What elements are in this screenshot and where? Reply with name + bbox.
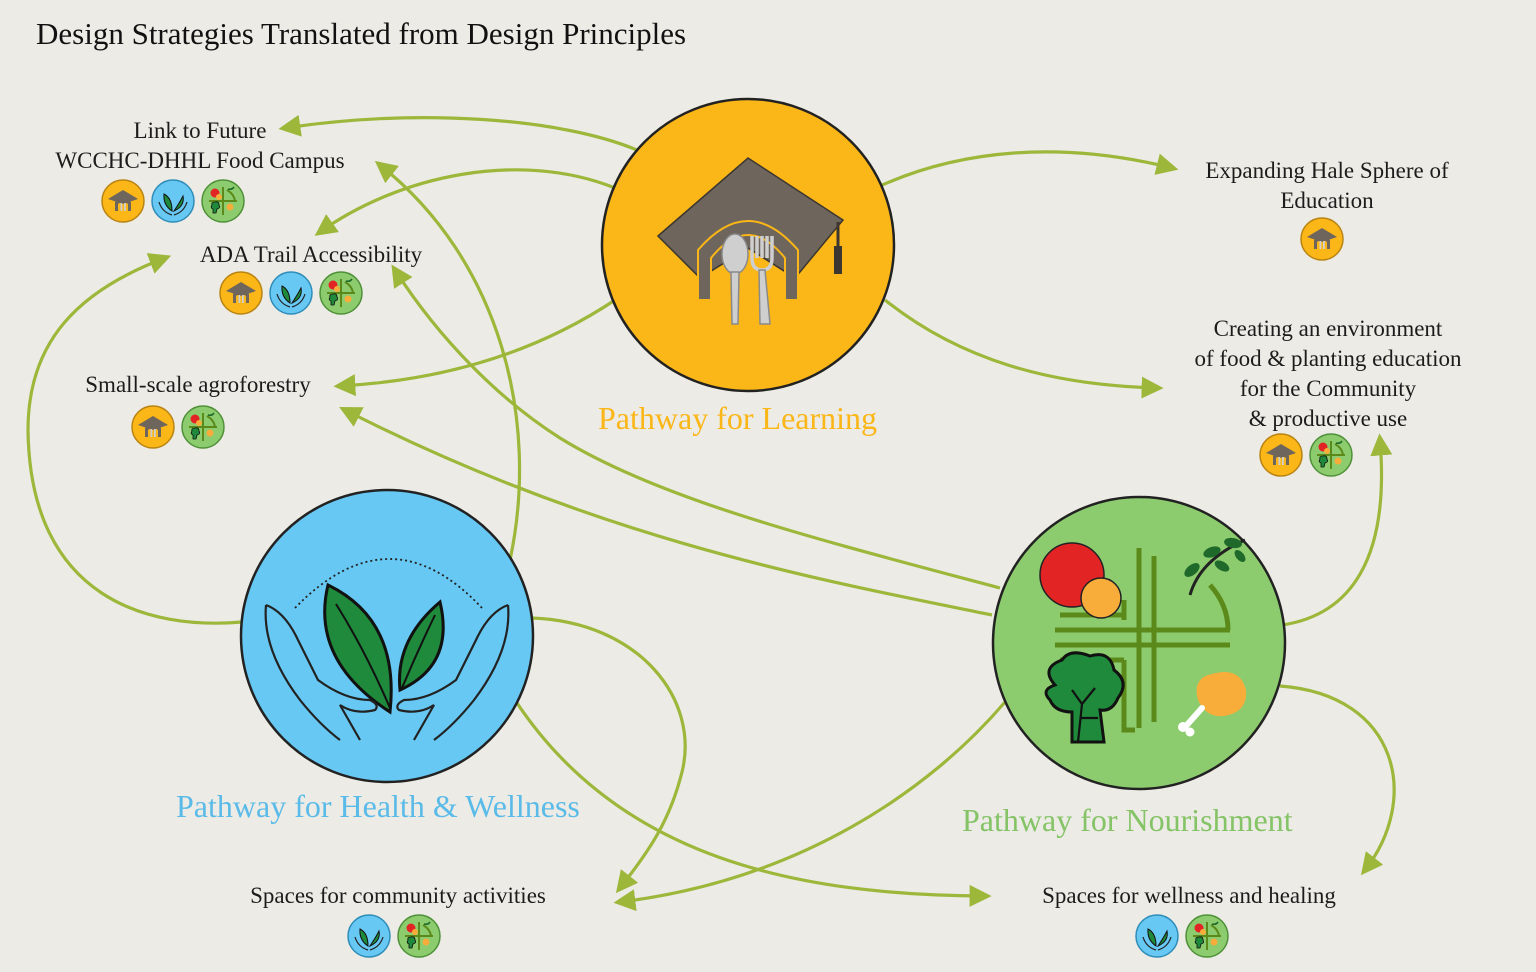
food-campus-badges: [100, 178, 246, 224]
arrow-nourishment-to-ada-trail: [391, 264, 1001, 590]
strategy-line: Education: [1280, 188, 1374, 213]
strategy-line: Expanding Hale Sphere of: [1205, 158, 1449, 183]
health-pathway-circle: [239, 488, 535, 784]
learning-badge-icon: [219, 271, 263, 315]
strategy-line: Spaces for community activities: [250, 883, 546, 908]
arrow-nourishment-to-agroforestry: [339, 407, 993, 617]
arrow-learning-to-ada-trail: [314, 168, 616, 236]
arrow-health-to-community-spaces: [531, 616, 687, 894]
hands-holding-leaves-icon: [264, 558, 510, 741]
strategy-ada-trail-label: ADA Trail Accessibility: [180, 240, 442, 270]
strategy-food-campus-label: Link to Future WCCHC-DHHL Food Campus: [30, 116, 370, 176]
arrow-nourishment-to-environment: [1281, 433, 1393, 627]
health-badge-icon: [269, 271, 313, 315]
community-spaces-badges: [346, 913, 442, 959]
arrow-nourishment-to-community-spaces: [613, 700, 1007, 912]
strategy-agroforestry-label: Small-scale agroforestry: [66, 370, 330, 400]
strategy-line: Link to Future: [133, 118, 267, 143]
strategy-line: ADA Trail Accessibility: [199, 242, 423, 267]
learning-pathway-title: Pathway for Learning: [598, 400, 878, 436]
strategy-line: Creating an environment: [1213, 316, 1443, 341]
connector-arrows: [26, 114, 1396, 912]
nourishment-badge-icon: [397, 914, 441, 958]
arrow-learning-to-agroforestry: [333, 298, 616, 397]
health-badge-icon: [1135, 914, 1179, 958]
garden-produce-icon: [1039, 537, 1247, 744]
learning-badge-icon: [1259, 433, 1303, 477]
health-badge-icon: [151, 179, 195, 223]
ada-trail-badges: [218, 270, 364, 316]
nourishment-badge-icon: [319, 271, 363, 315]
arrow-learning-to-hale-sphere: [879, 150, 1179, 188]
strategy-line: of food & planting education: [1194, 346, 1462, 371]
arrow-health-to-ada-trail: [26, 253, 243, 625]
nourishment-badge-icon: [1185, 914, 1229, 958]
learning-badge-icon: [101, 179, 145, 223]
strategy-community-spaces-label: Spaces for community activities: [222, 881, 574, 911]
learning-badge-icon: [131, 405, 175, 449]
graduation-cap-spoon-fork-icon: [656, 157, 845, 325]
strategy-line: for the Community: [1239, 376, 1417, 401]
strategy-line: Small-scale agroforestry: [85, 372, 311, 397]
nourishment-pathway-title: Pathway for Nourishment: [962, 802, 1293, 838]
strategy-line: Spaces for wellness and healing: [1042, 883, 1336, 908]
nourishment-badge-icon: [1309, 433, 1353, 477]
health-pathway-title: Pathway for Health & Wellness: [176, 788, 580, 824]
arrow-nourishment-to-wellness-spaces: [1279, 684, 1396, 876]
arrow-health-to-food-campus: [374, 160, 522, 561]
agroforestry-badges: [130, 404, 226, 450]
environment-badges: [1258, 432, 1354, 478]
learning-badge-icon: [1300, 217, 1344, 261]
wellness-spaces-badges: [1134, 913, 1230, 959]
strategy-line: WCCHC-DHHL Food Campus: [55, 148, 345, 173]
learning-pathway-circle: [600, 97, 896, 393]
strategy-line: & productive use: [1248, 406, 1408, 431]
strategy-wellness-spaces-label: Spaces for wellness and healing: [1012, 881, 1366, 911]
arrow-health-to-wellness-spaces: [513, 699, 992, 907]
page-title: Design Strategies Translated from Design…: [36, 16, 687, 51]
arrow-learning-to-food-campus: [278, 114, 638, 152]
nourishment-pathway-circle: [991, 495, 1287, 791]
arrow-learning-to-environment: [884, 298, 1164, 399]
health-badge-icon: [347, 914, 391, 958]
hale-sphere-badges: [1299, 216, 1345, 262]
nourishment-badge-icon: [181, 405, 225, 449]
nourishment-badge-icon: [201, 179, 245, 223]
strategy-hale-sphere-label: Expanding Hale Sphere of Education: [1168, 156, 1486, 216]
strategy-environment-label: Creating an environment of food & planti…: [1164, 314, 1492, 434]
